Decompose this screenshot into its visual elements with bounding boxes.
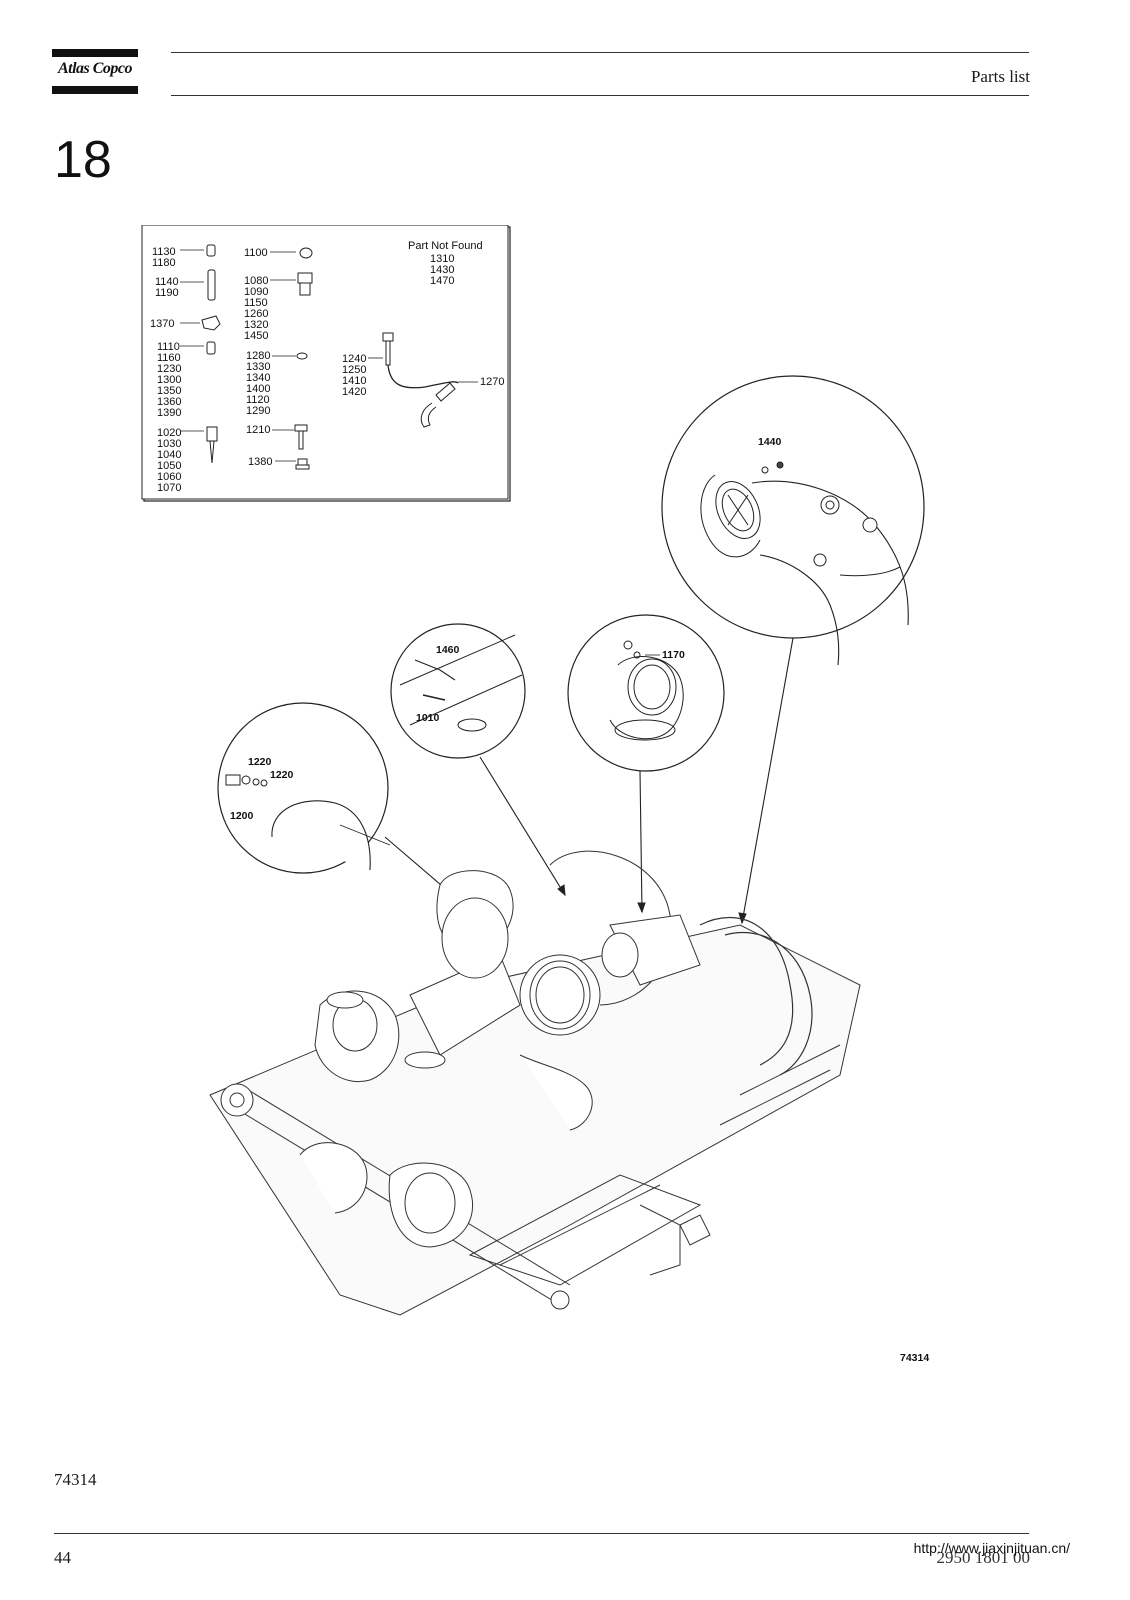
legend-ref: 1250 bbox=[342, 364, 366, 376]
sensor-bolt-icon bbox=[382, 332, 394, 366]
legend-ref: 1040 bbox=[157, 449, 181, 461]
page-number: 44 bbox=[54, 1548, 71, 1567]
legend-ref: 1360 bbox=[157, 396, 181, 408]
legend-ref: 1110 bbox=[157, 341, 180, 353]
detail-1440 bbox=[661, 375, 925, 925]
detail-ref-1440: 1440 bbox=[758, 436, 782, 448]
washer-icon bbox=[296, 352, 308, 360]
sleeve-icon bbox=[207, 269, 216, 301]
nut-icon bbox=[206, 244, 216, 257]
legend-ref: 1390 bbox=[157, 407, 181, 419]
legend-ref: 1190 bbox=[155, 287, 179, 299]
sensor-cable-icon bbox=[387, 364, 459, 389]
legend-ref: 1060 bbox=[157, 471, 181, 483]
legend-ref: 1260 bbox=[244, 308, 268, 320]
legend-ref: 1140 bbox=[155, 276, 179, 288]
legend-ref: 1030 bbox=[157, 438, 181, 450]
legend-ref: 1070 bbox=[157, 482, 181, 494]
legend-ref: 1350 bbox=[157, 385, 181, 397]
drawing-id: 74314 bbox=[900, 1352, 929, 1364]
plug-icon bbox=[295, 458, 310, 470]
legend-ref: 1300 bbox=[157, 374, 181, 386]
legend-ref: 1230 bbox=[157, 363, 181, 375]
legend-ref: 1410 bbox=[342, 375, 366, 387]
legend-ref: 1270 bbox=[480, 376, 504, 388]
header-title: Parts list bbox=[970, 67, 1030, 86]
legend-ref: 1130 bbox=[152, 246, 176, 258]
watermark-url: http://www.jiaxinjituan.cn/ bbox=[913, 1540, 1070, 1556]
header-rule-bottom bbox=[171, 95, 1029, 96]
legend-ref: 1160 bbox=[157, 352, 181, 364]
tee-fitting-icon bbox=[201, 315, 221, 331]
legend-ref: 1290 bbox=[246, 405, 270, 417]
compressor-assembly bbox=[209, 850, 861, 1316]
legend-ref: 1210 bbox=[246, 424, 270, 436]
detail-ref-1170: 1170 bbox=[662, 649, 685, 661]
section-number: 18 bbox=[54, 131, 112, 189]
part-not-found-title: Part Not Found bbox=[408, 240, 483, 252]
detail-ref-1220: 1220 bbox=[270, 769, 294, 781]
part-not-found-ref: 1310 bbox=[430, 253, 454, 265]
cap-icon bbox=[299, 247, 313, 259]
detail-ref-1200: 1200 bbox=[230, 810, 254, 822]
legend-ref: 1240 bbox=[342, 353, 366, 365]
legend-ref: 1080 bbox=[244, 275, 268, 287]
connector-icon bbox=[206, 426, 218, 464]
part-not-found-ref: 1470 bbox=[430, 275, 454, 287]
document-number: 2950 1801 00 bbox=[936, 1548, 1031, 1567]
header-rule-top bbox=[171, 52, 1029, 53]
legend-ref: 1120 bbox=[246, 394, 270, 406]
legend-ref: 1400 bbox=[246, 383, 270, 395]
detail-ref-1220: 1220 bbox=[248, 756, 272, 768]
legend-ref: 1150 bbox=[244, 297, 268, 309]
part-not-found-ref: 1430 bbox=[430, 264, 454, 276]
legend-ref: 1330 bbox=[246, 361, 270, 373]
switch-icon bbox=[297, 272, 313, 296]
logo-text: Atlas Copco bbox=[57, 60, 133, 77]
logo-bar-top bbox=[52, 49, 138, 57]
atlas-copco-logo: Atlas Copco bbox=[52, 49, 138, 94]
legend-ref: 1380 bbox=[248, 456, 272, 468]
detail-ref-1460: 1460 bbox=[436, 644, 460, 656]
footer-rule bbox=[54, 1533, 1029, 1534]
legend-ref: 1050 bbox=[157, 460, 181, 472]
legend-ref: 1280 bbox=[246, 350, 270, 362]
cable-connector-icon bbox=[420, 382, 456, 428]
legend-ref: 1420 bbox=[342, 386, 366, 398]
detail-1460 bbox=[390, 623, 566, 897]
detail-1170 bbox=[567, 614, 725, 914]
legend-ref: 1100 bbox=[244, 247, 268, 259]
nut-icon bbox=[206, 341, 216, 355]
figure-reference: 74314 bbox=[54, 1470, 97, 1489]
bolt-icon bbox=[294, 424, 308, 450]
legend-ref: 1180 bbox=[152, 257, 176, 269]
detail-ref-1010: 1010 bbox=[416, 712, 440, 724]
legend-ref: 1450 bbox=[244, 330, 268, 342]
legend-ref: 1090 bbox=[244, 286, 268, 298]
legend-ref: 1020 bbox=[157, 427, 181, 439]
legend-ref: 1320 bbox=[244, 319, 268, 331]
legend-ref: 1370 bbox=[150, 318, 174, 330]
legend-ref: 1340 bbox=[246, 372, 270, 384]
logo-bar-bottom bbox=[52, 86, 138, 94]
